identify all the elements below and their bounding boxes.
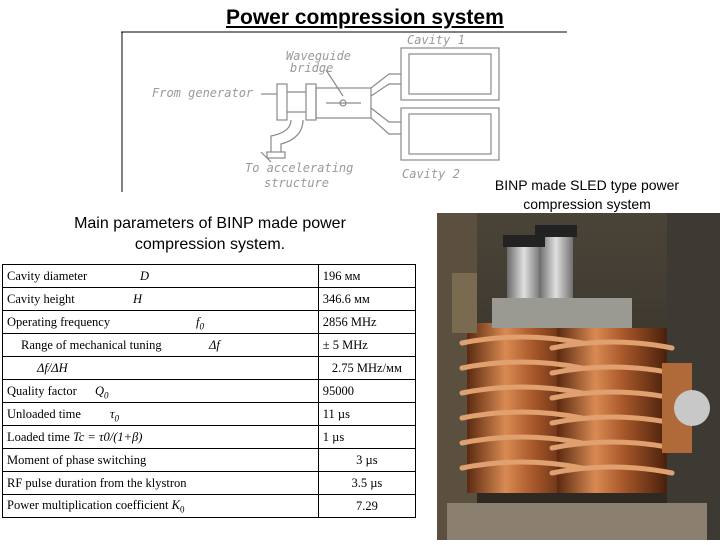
param-symbol-subscript: 0	[104, 390, 109, 401]
param-symbol: D	[140, 269, 150, 283]
param-value: 2856 MHz	[317, 310, 417, 334]
sled-schematic-diagram: Cavity 1 Cavity 2 Waveguide bridge From …	[121, 30, 567, 192]
param-label: Quality factor	[7, 383, 77, 398]
param-label: Δf/ΔH	[37, 360, 68, 375]
cavity-1-label: Cavity 1	[407, 33, 465, 47]
parameters-table: Cavity diameter D 196 мм Cavity height H 3…	[2, 264, 417, 518]
param-value: 196 мм	[317, 264, 417, 288]
table-row: Unloaded time τ0 11 µs	[2, 402, 417, 426]
photo-caption-line2: compression system	[523, 196, 651, 212]
table-row: Δf/ΔH 2.75 MHz/мм	[2, 356, 417, 380]
param-label: Moment of phase switching	[7, 452, 147, 467]
table-row: Range of mechanical tuning Δf ± 5 MHz	[2, 333, 417, 357]
waveguide-bridge-label-line1: Waveguide	[286, 49, 351, 63]
param-label: Power multiplication coefficient	[7, 497, 169, 512]
table-row: Quality factor Q0 95000	[2, 379, 417, 403]
param-value: 3 µs	[317, 448, 417, 472]
param-symbol: Δf	[209, 338, 220, 352]
param-symbol-subscript: 0	[114, 413, 119, 424]
waveguide-bridge-label-line2: bridge	[290, 61, 333, 75]
slide-title: Power compression system	[226, 6, 504, 29]
param-label: Operating frequency	[7, 314, 111, 329]
param-label: Unloaded time	[7, 406, 81, 421]
parameters-heading-line1: Main parameters of BINP made power	[74, 215, 346, 232]
from-generator-label: From generator	[152, 86, 254, 100]
parameters-heading: Main parameters of BINP made power compr…	[40, 213, 380, 255]
param-symbol: f	[196, 315, 200, 329]
param-value: 2.75 MHz/мм	[317, 356, 417, 380]
to-accelerating-label-line2: structure	[264, 176, 329, 190]
table-row: Power multiplication coefficient K0 7.29	[2, 494, 417, 518]
table-row: Loaded time Tc = τ0/(1+β) 1 µs	[2, 425, 417, 449]
table-row: Cavity diameter D 196 мм	[2, 264, 417, 288]
table-row: Cavity height H 346.6 мм	[2, 287, 417, 311]
param-label: Loaded time	[7, 429, 70, 444]
param-value: 3.5 µs	[317, 471, 417, 495]
param-value: 346.6 мм	[317, 287, 417, 311]
param-value: 1 µs	[317, 425, 417, 449]
param-symbol: H	[133, 292, 143, 306]
sled-photo	[437, 213, 720, 540]
param-label: Range of mechanical tuning	[21, 337, 162, 352]
cavity-2-label: Cavity 2	[402, 167, 460, 181]
param-label: RF pulse duration from the klystron	[7, 475, 187, 490]
param-symbol: Q	[95, 384, 105, 398]
photo-caption: BINP made SLED type power compression sy…	[462, 176, 712, 214]
table-row: Moment of phase switching 3 µs	[2, 448, 417, 472]
param-symbol-subscript: 0	[180, 504, 185, 515]
param-formula: Tc = τ0/(1+β)	[72, 429, 143, 444]
param-value: 11 µs	[317, 402, 417, 426]
param-value: ± 5 MHz	[317, 333, 417, 357]
param-symbol: τ	[110, 407, 115, 421]
to-accelerating-label-line1: To accelerating	[245, 161, 353, 175]
param-symbol-subscript: 0	[199, 321, 204, 332]
table-row: Operating frequency f0 2856 MHz	[2, 310, 417, 334]
param-symbol: K	[171, 497, 180, 512]
parameters-heading-line2: compression system.	[134, 236, 286, 253]
param-value: 7.29	[317, 494, 417, 518]
param-label: Cavity height	[7, 291, 75, 306]
photo-caption-line1: BINP made SLED type power	[494, 177, 680, 193]
param-label: Cavity diameter	[7, 268, 88, 283]
table-row: RF pulse duration from the klystron 3.5 …	[2, 471, 417, 495]
param-value: 95000	[317, 379, 417, 403]
